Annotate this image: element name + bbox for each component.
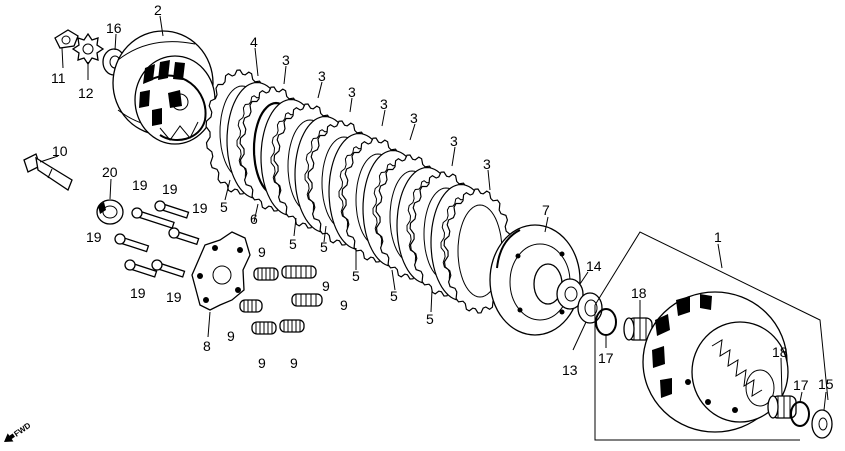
label-5c: 5 xyxy=(320,239,328,255)
label-5a: 5 xyxy=(220,199,228,215)
spring-9-1 xyxy=(253,267,279,281)
label-14: 14 xyxy=(586,258,602,274)
part-15-washer xyxy=(811,409,833,439)
part-9-springs xyxy=(239,265,323,335)
label-7: 7 xyxy=(542,202,550,218)
label-20: 20 xyxy=(102,164,118,180)
fwd-arrow-icon xyxy=(4,433,15,442)
label-9f: 9 xyxy=(290,355,298,371)
spring-9-5 xyxy=(251,321,277,335)
label-11: 11 xyxy=(51,70,66,86)
label-19f: 19 xyxy=(166,289,182,305)
spring-9-6 xyxy=(279,319,305,333)
label-3a: 3 xyxy=(282,52,290,68)
part-7-pressure-plate xyxy=(489,224,581,336)
bolt-19-4 xyxy=(168,227,200,246)
bolt-19-2 xyxy=(154,200,190,219)
fwd-direction-marker: FWD xyxy=(4,421,33,442)
bolt-19-5 xyxy=(124,259,158,278)
part-18-needle-bearing-b xyxy=(767,395,797,419)
label-17b: 17 xyxy=(793,377,809,393)
part-14-washer xyxy=(556,278,584,310)
label-19a: 19 xyxy=(132,177,148,193)
label-19b: 19 xyxy=(162,181,178,197)
part-19-bolts xyxy=(114,200,200,278)
label-19d: 19 xyxy=(86,229,102,245)
label-3f: 3 xyxy=(450,133,458,149)
label-3c: 3 xyxy=(348,84,356,100)
label-16: 16 xyxy=(106,20,122,36)
label-17a: 17 xyxy=(598,350,614,366)
spring-9-4 xyxy=(291,293,323,307)
bolt-19-6 xyxy=(151,259,186,278)
bolt-19-1 xyxy=(131,207,175,229)
label-19e: 19 xyxy=(130,285,146,301)
spring-9-2 xyxy=(281,265,317,279)
label-2: 2 xyxy=(154,2,162,18)
label-9a: 9 xyxy=(258,244,266,260)
spring-9-3 xyxy=(239,299,263,313)
part-17-snap-ring-a xyxy=(595,308,617,336)
label-5d: 5 xyxy=(352,268,360,284)
part-2-clutch-center xyxy=(112,30,216,145)
label-3g: 3 xyxy=(483,156,491,172)
part-1-clutch-outer xyxy=(594,231,829,441)
label-4: 4 xyxy=(250,34,258,50)
part-number-labels: 2 16 11 12 4 3 3 3 3 3 3 3 3 10 20 19 19… xyxy=(51,2,834,393)
label-19c: 19 xyxy=(192,200,208,216)
leader-lines xyxy=(39,15,827,411)
bolt-19-3 xyxy=(114,233,150,253)
label-6: 6 xyxy=(250,211,258,227)
fwd-label: FWD xyxy=(12,421,32,439)
label-9b: 9 xyxy=(322,278,330,294)
label-15: 15 xyxy=(818,376,834,392)
label-1: 1 xyxy=(714,229,722,245)
part-20-bearing xyxy=(96,199,124,225)
part-8-lifter-plate xyxy=(191,231,251,311)
label-3e: 3 xyxy=(410,110,418,126)
label-9c: 9 xyxy=(340,297,348,313)
label-3d: 3 xyxy=(380,96,388,112)
label-18b: 18 xyxy=(772,344,788,360)
part-10-pin xyxy=(23,153,73,191)
label-8: 8 xyxy=(203,338,211,354)
label-3b: 3 xyxy=(318,68,326,84)
label-18a: 18 xyxy=(631,285,647,301)
part-12-star-washer xyxy=(71,32,105,66)
label-5e: 5 xyxy=(390,288,398,304)
label-10: 10 xyxy=(52,143,68,159)
label-12: 12 xyxy=(78,85,94,101)
label-5b: 5 xyxy=(289,236,297,252)
label-5f: 5 xyxy=(426,311,434,327)
label-9d: 9 xyxy=(227,328,235,344)
part-13-washer xyxy=(577,292,603,324)
label-13: 13 xyxy=(562,362,578,378)
part-11-lock-washer xyxy=(54,29,79,49)
label-9e: 9 xyxy=(258,355,266,371)
